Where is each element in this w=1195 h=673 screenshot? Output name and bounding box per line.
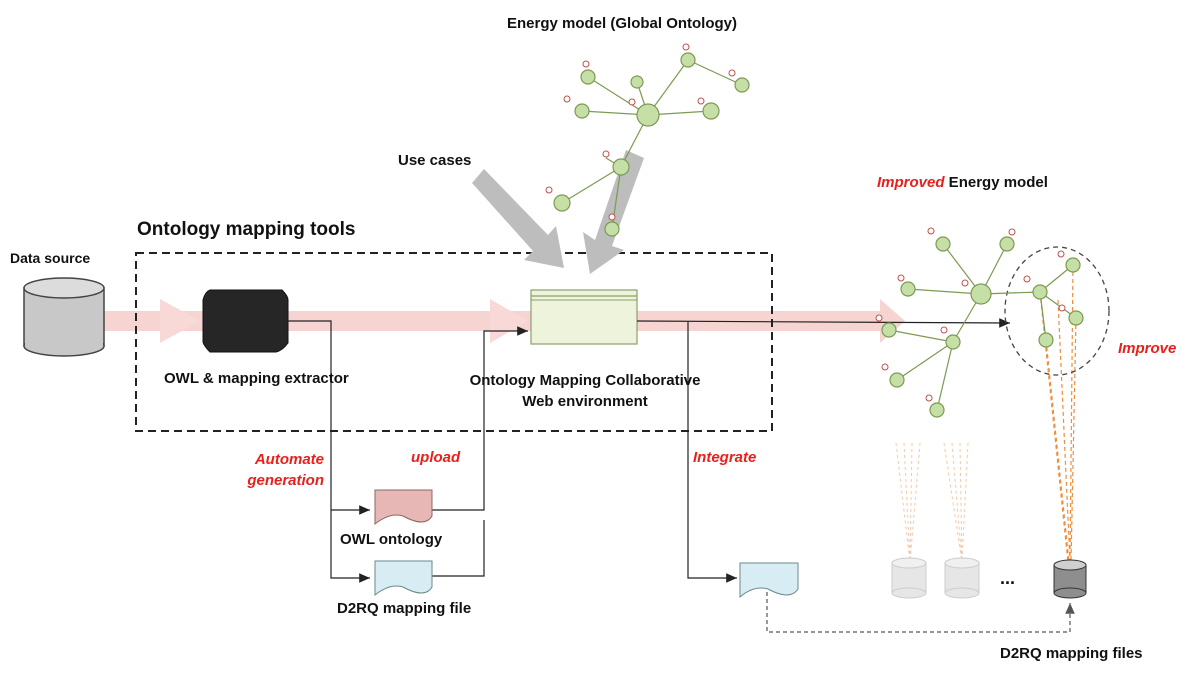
collab-label-line1: Ontology Mapping Collaborative (469, 372, 701, 389)
extractor-icon (202, 289, 289, 353)
improved-ontology-graph (875, 227, 1084, 418)
improved-word: Improved (877, 174, 945, 191)
global-ontology-title: Energy model (Global Ontology) (507, 15, 738, 32)
use-cases-label: Use cases (398, 152, 472, 169)
feedback-dashed-line (766, 592, 1075, 633)
automate-line2: generation (247, 472, 324, 489)
data-source-cylinder (23, 277, 105, 357)
owl-ontology-label: OWL ontology (340, 531, 443, 548)
improved-rest: Energy model (944, 174, 1048, 191)
improve-label: Improve (1118, 340, 1177, 357)
owl-ontology-doc (374, 489, 433, 526)
d2rq-file-doc (374, 560, 433, 597)
use-case-arrows (472, 150, 644, 274)
improved-model-label: Improved Energy model (877, 174, 1048, 191)
ellipsis-label: ... (1000, 568, 1016, 588)
integrated-mapping-doc (739, 562, 799, 599)
mapping-lines (1039, 264, 1077, 563)
automate-line1: Automate (254, 451, 324, 468)
collab-label: Ontology Mapping Collaborative Web envir… (440, 370, 730, 412)
integrate-label: Integrate (693, 449, 757, 466)
extractor-label: OWL & mapping extractor (164, 370, 349, 387)
data-source-label: Data source (10, 250, 91, 266)
improve-region (1004, 246, 1110, 376)
tools-boundary (135, 252, 773, 432)
target-source-cylinder (1053, 559, 1087, 599)
global-ontology-graph (545, 43, 750, 237)
d2rq-file-label: D2RQ mapping file (337, 600, 472, 617)
flow-arrow (100, 299, 905, 343)
upload-label: upload (411, 449, 461, 466)
tools-title: Ontology mapping tools (137, 219, 356, 240)
collab-label-line2: Web environment (522, 393, 648, 410)
collab-web-window (530, 289, 638, 345)
automate-label: Automate generation (218, 449, 324, 491)
connector-lines (288, 318, 1011, 583)
faint-sources (891, 442, 980, 599)
d2rq-files-label: D2RQ mapping files (1000, 645, 1143, 662)
